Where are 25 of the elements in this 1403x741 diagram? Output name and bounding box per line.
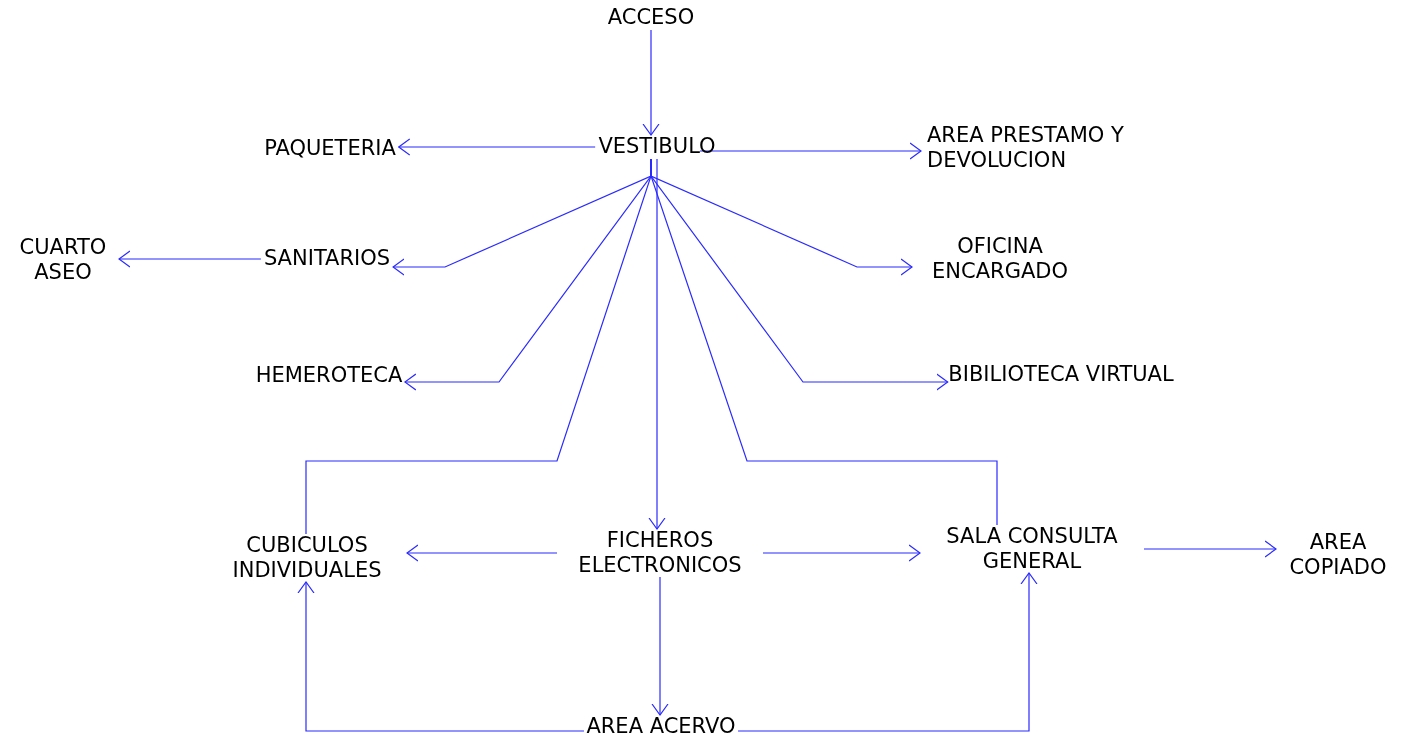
room-label: FICHEROS ELECTRONICOS bbox=[557, 527, 763, 579]
room-label: ACCESO bbox=[601, 5, 701, 31]
room-label: VESTIBULO bbox=[592, 134, 722, 160]
room-label: PAQUETERIA bbox=[258, 136, 402, 162]
room-label: SALA CONSULTA GENERAL bbox=[920, 523, 1144, 575]
room-label: CUARTO ASEO bbox=[7, 234, 119, 286]
room-label: CUBICULOS INDIVIDUALES bbox=[207, 532, 407, 584]
room-label: AREA PRESTAMO Y DEVOLUCION bbox=[921, 122, 1145, 174]
arrow bbox=[651, 576, 669, 716]
arrow bbox=[406, 544, 558, 562]
room-label: AREA COPIADO bbox=[1276, 529, 1400, 581]
room-label: SANITARIOS bbox=[257, 246, 397, 272]
room-label: AREA ACERVO bbox=[580, 714, 742, 740]
arrow bbox=[642, 29, 660, 136]
arrow bbox=[297, 581, 585, 732]
room-label: BIBILIOTECA VIRTUAL bbox=[942, 362, 1180, 388]
arrow bbox=[648, 158, 666, 530]
arrow bbox=[737, 572, 1038, 732]
arrow bbox=[762, 544, 921, 562]
arrow bbox=[398, 138, 596, 156]
arrow bbox=[118, 250, 262, 268]
arrow bbox=[1143, 540, 1277, 558]
arrow bbox=[699, 142, 922, 160]
room-label: OFICINA ENCARGADO bbox=[912, 233, 1088, 285]
room-label: HEMEROTECA bbox=[249, 363, 409, 389]
